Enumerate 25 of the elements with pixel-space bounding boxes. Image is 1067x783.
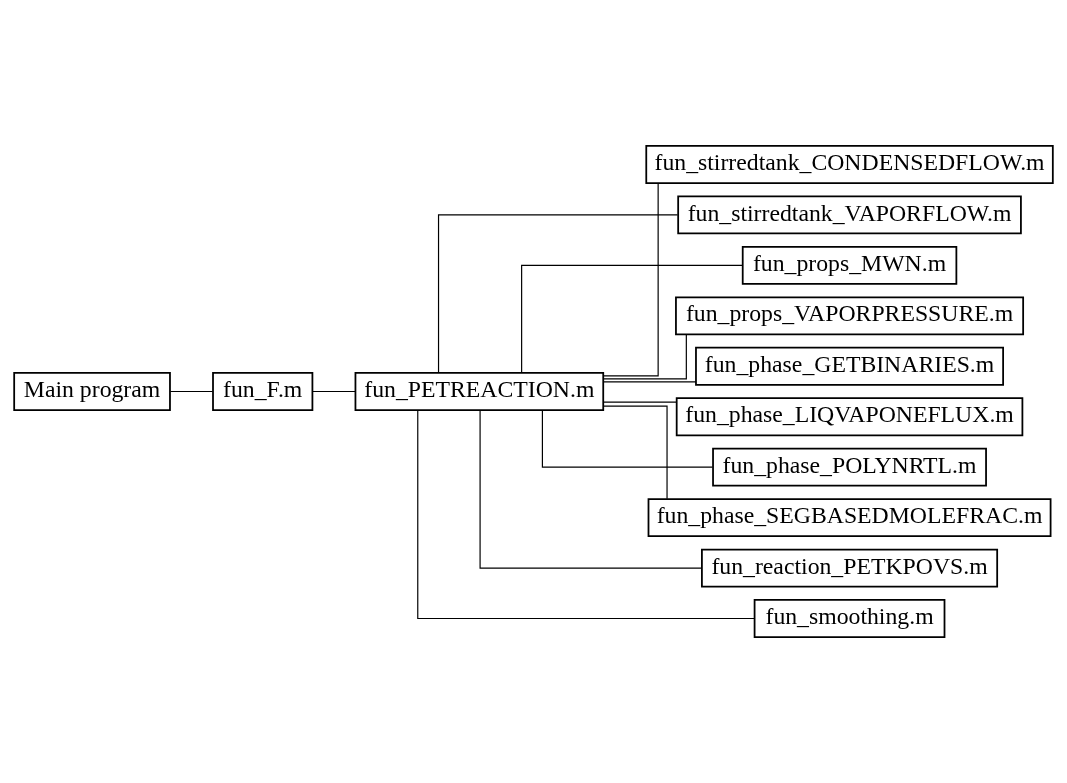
node-box: fun_props_VAPORPRESSURE.m [675, 296, 1025, 336]
connector [602, 182, 659, 377]
connector [603, 401, 677, 403]
connector [169, 390, 214, 393]
connector [417, 409, 755, 620]
node-box: fun_F.m [212, 372, 314, 411]
node-box: fun_phase_POLYNRTL.m [712, 447, 987, 487]
connector [602, 405, 668, 500]
node-box: fun_reaction_PETKPOVS.m [701, 548, 999, 588]
node-box: fun_PETREACTION.m [354, 372, 605, 411]
connector [603, 381, 697, 383]
connector [312, 390, 356, 393]
node-box: fun_phase_GETBINARIES.m [695, 346, 1004, 386]
node-box: fun_stirredtank_VAPORFLOW.m [677, 195, 1022, 235]
node-box: fun_smoothing.m [753, 599, 946, 638]
node-box: fun_phase_LIQVAPONEFLUX.m [675, 397, 1024, 437]
connector [437, 214, 679, 374]
connector [602, 333, 687, 380]
node-box: fun_stirredtank_CONDENSEDFLOW.m [645, 145, 1054, 184]
connector [541, 409, 714, 468]
node-box: fun_phase_SEGBASEDMOLEFRAC.m [647, 498, 1052, 538]
node-box: fun_props_MWN.m [741, 245, 958, 285]
connector [479, 409, 702, 569]
connector [521, 264, 744, 374]
node-box: Main program [13, 372, 171, 411]
